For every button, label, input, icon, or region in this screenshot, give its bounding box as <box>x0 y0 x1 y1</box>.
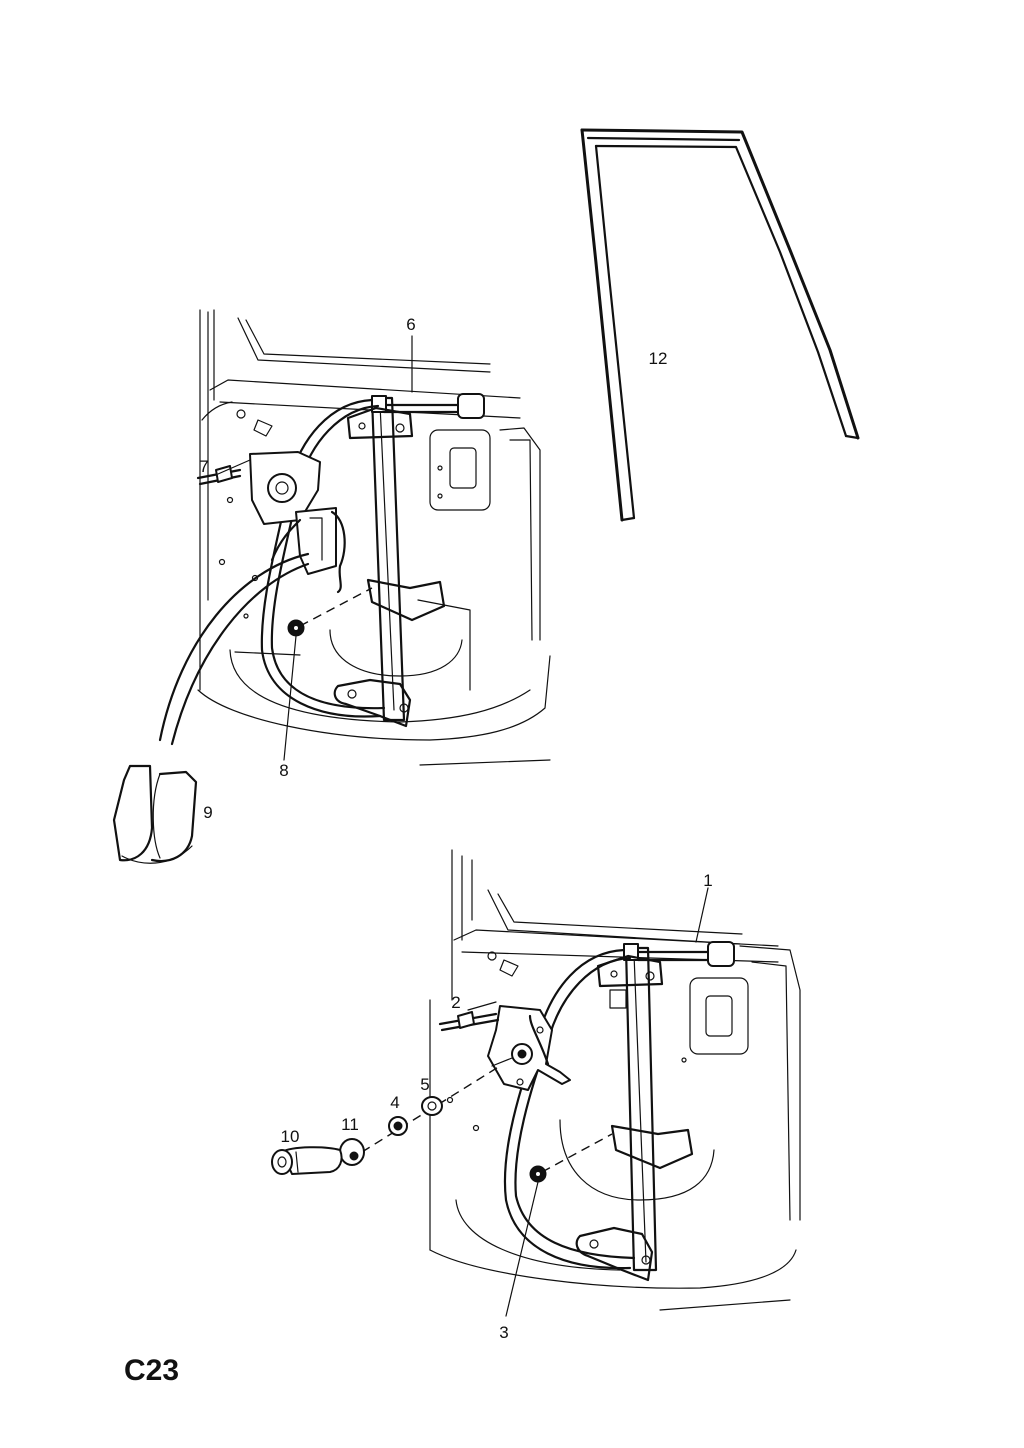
bush-4 <box>388 1116 408 1136</box>
callout-12: 12 <box>649 349 668 368</box>
regulator-rail-lower <box>503 941 735 1282</box>
crank-handle-10 <box>271 1146 343 1175</box>
callout-2: 2 <box>451 993 460 1012</box>
electric-regulator-assembly <box>158 309 551 766</box>
washer-5 <box>421 1096 443 1116</box>
callout-5: 5 <box>420 1075 429 1094</box>
callout-9: 9 <box>203 803 212 822</box>
callout-labels: 1 2 3 4 5 6 7 8 9 10 11 12 <box>199 315 712 1342</box>
callout-8: 8 <box>279 761 288 780</box>
callout-1: 1 <box>703 871 712 890</box>
bolt-3 <box>529 1133 613 1183</box>
callout-3: 3 <box>499 1323 508 1342</box>
wiring-harness <box>158 552 310 746</box>
callout-10: 10 <box>281 1127 300 1146</box>
regulator-rail <box>260 393 485 728</box>
door-inner-panel <box>197 309 551 766</box>
door-inner-panel-lower <box>429 849 801 1311</box>
protective-sleeve <box>112 764 198 864</box>
winder-mechanism <box>487 1005 571 1091</box>
bolt-2 <box>438 1011 500 1032</box>
window-motor <box>249 451 346 594</box>
window-channel-seal <box>580 128 860 522</box>
escutcheon-11 <box>339 1138 365 1166</box>
callout-11: 11 <box>341 1115 359 1134</box>
callout-4: 4 <box>390 1093 399 1112</box>
callout-6: 6 <box>406 315 415 334</box>
page-code: C23 <box>124 1354 179 1387</box>
bolt-8 <box>287 587 373 637</box>
crank-handle-assembly <box>271 1065 501 1175</box>
callout-7: 7 <box>199 457 208 476</box>
manual-regulator-assembly <box>271 849 801 1317</box>
